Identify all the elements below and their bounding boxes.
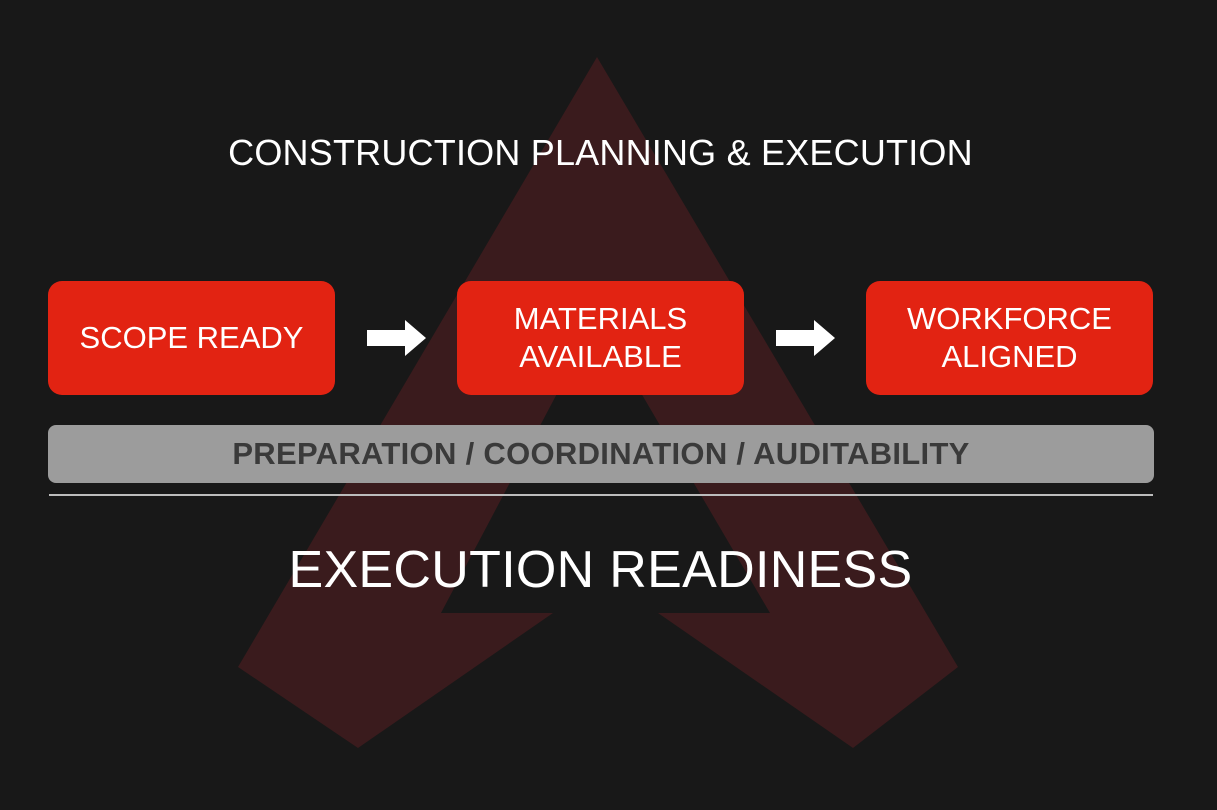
step-scope-ready: SCOPE READY	[48, 281, 335, 395]
page-title: CONSTRUCTION PLANNING & EXECUTION	[228, 132, 973, 173]
step-label: SCOPE READY	[79, 320, 304, 355]
step-label: MATERIALS AVAILABLE	[513, 301, 688, 374]
step-materials-available: MATERIALS AVAILABLE	[457, 281, 744, 395]
right-arrow-icon	[367, 320, 426, 356]
principles-banner: PREPARATION / COORDINATION / AUDITABILIT…	[48, 425, 1154, 483]
divider	[49, 494, 1153, 496]
right-arrow-icon	[776, 320, 835, 356]
step-label: WORKFORCE ALIGNED	[907, 301, 1112, 374]
step-workforce-aligned: WORKFORCE ALIGNED	[866, 281, 1153, 395]
execution-readiness-heading: EXECUTION READINESS	[288, 541, 913, 599]
